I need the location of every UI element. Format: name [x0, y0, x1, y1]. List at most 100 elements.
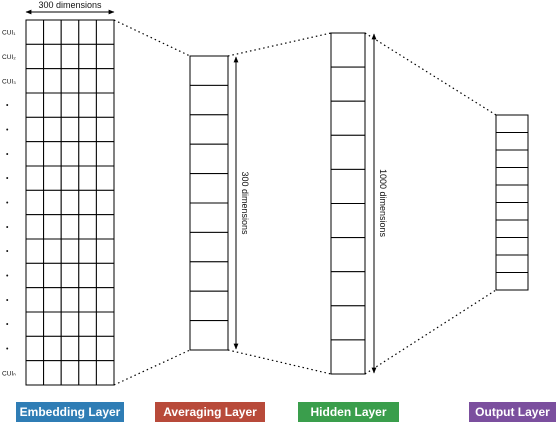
embedding-row-label: •	[6, 346, 9, 353]
embedding-cell	[43, 335, 62, 362]
embedding-cell	[95, 287, 115, 313]
embedding-cell	[78, 92, 97, 118]
connector-avg-hid-bottom	[227, 349, 332, 375]
embedding-cell	[43, 43, 62, 70]
embedding-cell	[43, 189, 62, 216]
embedding-cell	[60, 262, 80, 289]
embedding-row-label: •	[6, 297, 9, 304]
embedding-row-label: •	[6, 224, 9, 231]
embedding-row-label: •	[6, 322, 9, 329]
embedding-cell	[43, 19, 62, 45]
embedding-cell	[43, 287, 62, 313]
connector-hid-out-top	[364, 32, 497, 116]
embedding-cell	[78, 165, 97, 191]
hidden-dimension-label: 1000 dimensions	[378, 169, 388, 238]
embedding-cell	[60, 165, 80, 191]
hidden-cell	[330, 237, 366, 273]
embedding-cell	[25, 214, 45, 240]
embedding-cell	[60, 68, 80, 94]
output-cell	[495, 167, 529, 186]
embedding-cell	[95, 19, 115, 45]
embedding-cell	[60, 116, 80, 143]
embedding-cell	[25, 116, 45, 143]
embedding-cell	[95, 214, 115, 240]
embedding-row-label: •	[6, 127, 9, 134]
output-cell	[495, 219, 529, 238]
averaging-cell	[189, 202, 229, 233]
embedding-cell	[43, 165, 62, 191]
hidden-layer-label: Hidden Layer	[298, 402, 399, 422]
embedding-cell	[60, 92, 80, 118]
embedding-cell	[95, 43, 115, 70]
embedding-cell	[78, 262, 97, 289]
output-cell	[495, 254, 529, 273]
embedding-cell	[25, 141, 45, 167]
embedding-cell	[25, 43, 45, 70]
embedding-cell	[43, 141, 62, 167]
embedding-cell	[95, 165, 115, 191]
embedding-cell	[60, 43, 80, 70]
embedding-cell	[43, 68, 62, 94]
output-cell	[495, 184, 529, 203]
layer-connectors	[113, 19, 497, 386]
hidden-cell	[330, 134, 366, 170]
hidden-cell	[330, 203, 366, 239]
embedding-cell	[78, 238, 97, 264]
embedding-cell	[60, 238, 80, 264]
embedding-cell	[60, 311, 80, 337]
embedding-cell	[95, 141, 115, 167]
embedding-row-label: •	[6, 200, 9, 207]
embedding-cell	[60, 189, 80, 216]
embedding-row-label: CUI₂	[2, 54, 16, 61]
output-cell	[495, 237, 529, 256]
connector-avg-hid-top	[227, 32, 332, 57]
embedding-cell	[78, 116, 97, 143]
embedding-cell	[25, 311, 45, 337]
embedding-cell	[25, 360, 45, 386]
embedding-cell	[78, 335, 97, 362]
embedding-cell	[60, 287, 80, 313]
embedding-cell	[78, 43, 97, 70]
averaging-cell	[189, 290, 229, 322]
embedding-cell	[43, 116, 62, 143]
embedding-cell	[25, 92, 45, 118]
averaging-cell	[189, 143, 229, 175]
averaging-layer-column	[189, 55, 229, 351]
output-cell	[495, 132, 529, 151]
averaging-cell	[189, 173, 229, 204]
connector-emb-avg-bottom	[113, 349, 191, 386]
embedding-cell	[25, 335, 45, 362]
embedding-cell	[95, 92, 115, 118]
embedding-cell	[78, 141, 97, 167]
embedding-row-label: CUI₃	[2, 78, 16, 85]
hidden-cell	[330, 100, 366, 136]
embedding-row-label: •	[6, 249, 9, 256]
embedding-cell	[78, 68, 97, 94]
averaging-cell	[189, 320, 229, 351]
connector-hid-out-bottom	[364, 289, 497, 375]
averaging-cell	[189, 84, 229, 116]
embedding-cell	[60, 19, 80, 45]
embedding-cell	[95, 68, 115, 94]
embedding-cell	[25, 262, 45, 289]
embedding-cell	[43, 238, 62, 264]
embedding-cell	[25, 68, 45, 94]
embedding-cell	[78, 287, 97, 313]
connector-emb-avg-top	[113, 19, 191, 57]
embedding-row-label: •	[6, 273, 9, 280]
embedding-cell	[78, 19, 97, 45]
embedding-cell	[43, 311, 62, 337]
hidden-cell	[330, 168, 366, 204]
embedding-cell	[43, 262, 62, 289]
embedding-row-label: •	[6, 103, 9, 110]
embedding-cell	[60, 214, 80, 240]
embedding-cell	[95, 238, 115, 264]
embedding-cell	[78, 189, 97, 216]
output-layer-column	[495, 114, 529, 291]
averaging-layer-label: Averaging Layer	[155, 402, 265, 422]
embedding-cell	[95, 360, 115, 386]
embedding-row-label: •	[6, 176, 9, 183]
hidden-cell	[330, 32, 366, 68]
